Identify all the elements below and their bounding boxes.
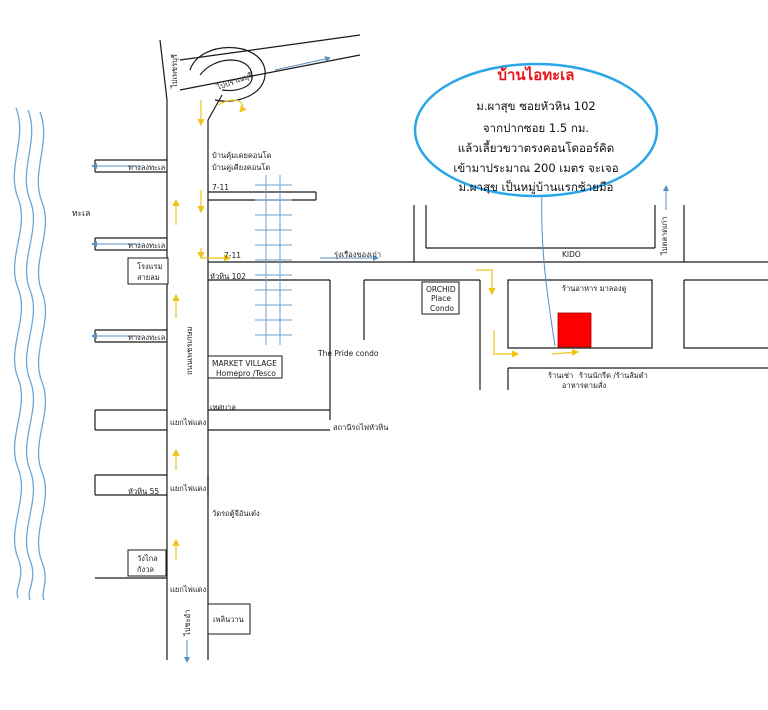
huahin-102-label: หัวหิน 102 xyxy=(210,272,246,281)
pointer-line xyxy=(541,191,556,347)
orchid-label-1: ORCHID xyxy=(426,285,456,294)
train-station-label: สถานีรถไฟหัวหิน xyxy=(333,423,388,432)
orchid-label-3: Condo xyxy=(430,304,454,313)
hotel-label-2: สายลม xyxy=(137,273,160,282)
market-village-label-2: Homepro /Tesco xyxy=(216,369,276,378)
plearnwan-label: เพลินวาน xyxy=(213,615,244,624)
to-chaam-label: ไปชะอำ xyxy=(183,610,192,637)
route-arrows xyxy=(172,99,580,560)
yellow-arrow-icon xyxy=(217,99,247,113)
callout-title: บ้านไอทะเล xyxy=(497,65,574,84)
callout-line-3: แล้วเลี้ยวขวาตรงคอนโดออร์คิด xyxy=(458,140,614,155)
beach-access-label-3: ทางลงทะเล xyxy=(128,333,165,342)
yellow-arrow-icon xyxy=(551,348,580,357)
seven-eleven-label-2: 7-11 xyxy=(224,251,241,260)
yellow-arrow-icon xyxy=(476,269,496,296)
sea-label: ทะเล xyxy=(72,209,90,219)
wangklai-label-2: กังวล xyxy=(137,565,154,574)
wangklai-label-1: วังไกล xyxy=(137,554,158,563)
to-petchaburi-label: ไปเพชรบุรี xyxy=(170,54,179,89)
traffic-light-label-2: แยกไฟแดง xyxy=(170,484,207,493)
callout-bubble xyxy=(413,62,659,198)
beach-access-label-2: ทางลงทะเล xyxy=(128,241,165,250)
seven-eleven-label-1: 7-11 xyxy=(212,183,229,192)
municipality-label: เทศบาล xyxy=(210,403,236,412)
condo-label-2: บ้านคู่เคียงคอนโด xyxy=(212,163,270,172)
beach-access-label-1: ทางลงทะเล xyxy=(128,163,165,172)
yellow-arrow-icon xyxy=(493,330,520,358)
road-network xyxy=(94,34,768,660)
plearnwan-box xyxy=(207,603,251,635)
huahin-55-label: หัวหิน 55 xyxy=(128,487,159,496)
to-pranburi-label: ไปปราณบุรี xyxy=(215,71,254,93)
shop-massage-label: ร้านนักรีด /ร้านส้มตำ xyxy=(579,371,648,380)
traffic-light-label-3: แยกไฟแดง xyxy=(170,585,207,594)
wat-label: วัดรถตู้จีอันเต๋ง xyxy=(212,509,260,518)
hotel-box xyxy=(127,257,169,285)
blue-arrow-icon xyxy=(274,56,331,71)
house-marker xyxy=(557,312,592,348)
to-market-label: ไปตลาดเก่า xyxy=(660,217,669,256)
pride-condo-label: The Pride condo xyxy=(317,349,379,358)
direction-arrows xyxy=(91,56,669,663)
callout-line-1: ม.ผาสุข ซอยหัวหิน 102 xyxy=(476,99,596,113)
phetkasem-label: ถนนเพชรเกษม xyxy=(185,327,194,375)
rungruang-label: รุ่งเรืองของเก่า xyxy=(334,250,381,259)
market-village-box xyxy=(207,355,283,379)
hotel-label-1: โรงแรม xyxy=(137,262,163,271)
railway xyxy=(255,175,292,345)
orchid-label-2: Place xyxy=(431,294,451,303)
sea-waves xyxy=(13,107,47,601)
orchid-box xyxy=(421,281,460,315)
callout-line-5: ม.ผาสุข เป็นหมู่บ้านแรกซ้ายมือ xyxy=(459,179,614,194)
callout-line-4: เข้ามาประมาณ 200 เมตร จะเจอ xyxy=(453,161,618,175)
wangklai-box xyxy=(127,549,167,577)
traffic-light-label-1: แยกไฟแดง xyxy=(170,418,207,427)
shop-rent-label: ร้านเช่า xyxy=(548,371,573,380)
condo-label-1: บ้านคุ้มเดยคอนโด xyxy=(212,151,272,160)
market-village-label-1: MARKET VILLAGE xyxy=(212,359,277,368)
kido-label: KIDO xyxy=(562,250,581,259)
restaurant-label: ร้านอาหาร มาลองดู xyxy=(562,284,627,293)
callout-line-2: จากปากซอย 1.5 กม. xyxy=(483,121,589,135)
shop-food-label: อาหารตามสั่ง xyxy=(562,380,607,390)
